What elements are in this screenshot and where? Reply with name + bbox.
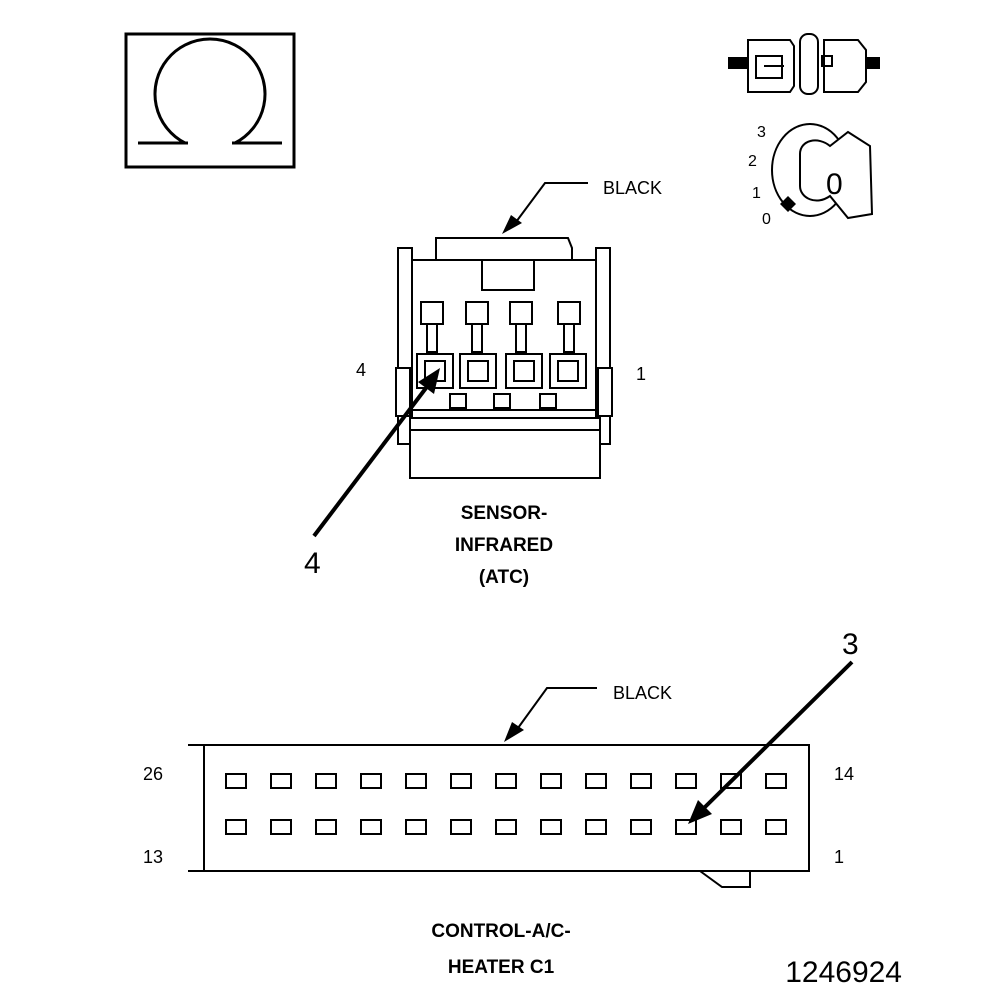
- sensor-terminal-1: [549, 301, 587, 389]
- ohm-icon: [124, 32, 296, 169]
- module-pin-cavity-24: [315, 773, 337, 789]
- module-title-line2: HEATER C1: [448, 957, 555, 978]
- module-pin-cavity-19: [540, 773, 562, 789]
- module-pin-top-left-label: 26: [143, 764, 163, 784]
- module-pin-cavity-9: [405, 819, 427, 835]
- module-pin-cavity-17: [630, 773, 652, 789]
- sensor-title-line3: (ATC): [479, 567, 529, 588]
- module-pin-cavity-22: [405, 773, 427, 789]
- module-connector: BLACK 26 14 13 1 3 CONTROL-A/C- HEATER C…: [143, 628, 859, 978]
- module-pin-cavity-8: [450, 819, 472, 835]
- key-label: 0: [826, 168, 843, 201]
- ignition-key-icon: 3 2 1 0 0: [748, 123, 874, 228]
- module-color-arrowhead: [504, 722, 524, 742]
- key-position-3: 3: [757, 124, 766, 141]
- module-pin-cavity-14: [765, 773, 787, 789]
- module-pin-cavity-25: [270, 773, 292, 789]
- sensor-terminal-3: [459, 301, 497, 389]
- module-pin-cavity-10: [360, 819, 382, 835]
- sensor-terminal-2: [505, 301, 543, 389]
- module-callout-line: [702, 660, 854, 810]
- module-pin-cavity-21: [450, 773, 472, 789]
- sensor-title-line2: INFRARED: [455, 535, 553, 556]
- module-pin-cavity-5: [585, 819, 607, 835]
- module-pin-cavity-18: [585, 773, 607, 789]
- module-pin-cavity-16: [675, 773, 697, 789]
- module-title-line1: CONTROL-A/C-: [431, 921, 570, 942]
- module-callout-arrowhead: [688, 800, 712, 824]
- sensor-callout-arrowhead: [418, 368, 440, 394]
- module-pin-cavity-3: [675, 819, 697, 835]
- key-position-1: 1: [752, 185, 761, 202]
- sensor-title-line1: SENSOR-: [461, 503, 548, 524]
- sensor-callout-number: 4: [304, 547, 321, 580]
- module-callout-number: 3: [842, 628, 859, 661]
- module-pin-cavity-12: [270, 819, 292, 835]
- module-pin-top-right-label: 14: [834, 764, 854, 784]
- key-position-0: 0: [762, 211, 771, 228]
- figure-number: 1246924: [785, 956, 902, 989]
- sensor-pin-left-label: 4: [356, 360, 366, 380]
- module-pin-cavity-6: [540, 819, 562, 835]
- module-pin-cavity-13: [225, 819, 247, 835]
- module-pin-row-bottom: [225, 819, 787, 835]
- module-pin-cavity-1: [765, 819, 787, 835]
- module-pin-cavity-23: [360, 773, 382, 789]
- sensor-pin-right-label: 1: [636, 364, 646, 384]
- sensor-connector: BLACK: [304, 178, 662, 588]
- module-pin-cavity-20: [495, 773, 517, 789]
- sensor-callout-line: [312, 386, 428, 538]
- module-pin-bottom-left-label: 13: [143, 847, 163, 867]
- sensor-color-label: BLACK: [603, 178, 662, 198]
- module-pin-bottom-right-label: 1: [834, 847, 844, 867]
- module-pin-cavity-4: [630, 819, 652, 835]
- module-color-leader: [517, 687, 597, 729]
- module-pin-cavity-2: [720, 819, 742, 835]
- module-pin-row-top: [225, 773, 787, 789]
- disconnected-connector-icon: [728, 33, 880, 95]
- module-pin-cavity-26: [225, 773, 247, 789]
- sensor-color-arrowhead: [502, 215, 522, 234]
- module-pin-cavity-7: [495, 819, 517, 835]
- module-pin-cavity-11: [315, 819, 337, 835]
- key-position-2: 2: [748, 153, 757, 170]
- module-color-label: BLACK: [613, 683, 672, 703]
- sensor-color-leader: [515, 182, 588, 223]
